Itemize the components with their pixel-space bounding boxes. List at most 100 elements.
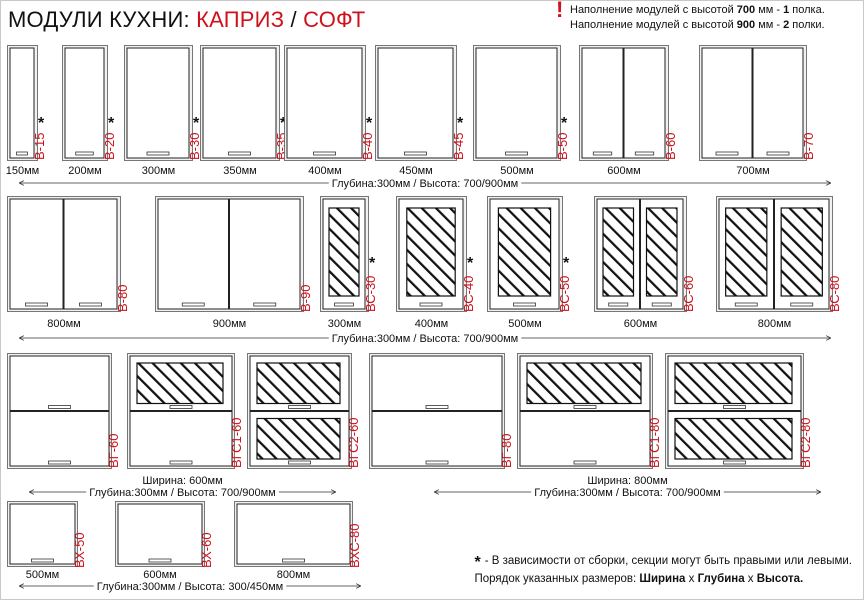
door-handle <box>715 151 739 156</box>
door-handle <box>169 460 193 465</box>
label-backing <box>328 332 522 346</box>
cabinet-body <box>320 196 369 312</box>
module-width: 300мм <box>142 165 175 177</box>
module-code: В-30 <box>187 133 202 160</box>
module-code: ВГ-60 <box>106 434 121 469</box>
module-code: ВС-50 <box>557 276 572 312</box>
cabinet-door <box>157 198 229 310</box>
module-code: ВГС2-60 <box>346 417 361 468</box>
glass-panel <box>406 207 456 297</box>
cabinet-body <box>284 45 366 161</box>
door-handle <box>608 302 629 307</box>
module-code: В-70 <box>801 133 816 160</box>
module-в-20: В-20*200мм <box>62 45 117 177</box>
cabinet-flap <box>371 355 503 411</box>
door-handle <box>425 405 449 409</box>
module-вс-30: ВС-30*300мм <box>320 196 378 330</box>
cabinet-body <box>699 45 807 161</box>
cabinet-door <box>475 47 558 159</box>
door-handle <box>313 151 336 156</box>
module-в-30: В-30* 300мм <box>124 45 202 177</box>
door-handle <box>48 405 71 409</box>
cabinet-body <box>200 45 280 161</box>
label-backing <box>86 486 279 500</box>
module-width: 700мм <box>736 165 769 177</box>
door-handle <box>181 302 205 307</box>
lift-cabinet <box>369 353 505 469</box>
cabinet-door <box>9 198 64 310</box>
module-width: 900мм <box>213 318 246 330</box>
lift-cabinet <box>517 353 653 469</box>
module-width: 600мм <box>624 318 657 330</box>
module-width: 450мм <box>399 165 432 177</box>
door-handle <box>505 151 528 156</box>
module-code: В-40 <box>360 133 375 160</box>
module-code: В-15 <box>32 133 47 160</box>
module-width: 800мм <box>758 318 791 330</box>
asterisk-icon: * <box>108 115 115 132</box>
door-handle <box>513 302 536 307</box>
module-code: В-45 <box>451 133 466 160</box>
module-width: 800мм <box>277 569 310 581</box>
lift-cabinet <box>7 353 112 469</box>
group-width: Ширина: 800мм <box>587 475 667 487</box>
cabinet-door <box>377 47 454 159</box>
cabinet-door <box>286 47 363 159</box>
cabinet-door <box>126 47 190 159</box>
module-вс-50: ВС-50*500мм <box>487 196 572 330</box>
module-code: ВГС1-80 <box>647 417 662 468</box>
asterisk-icon: * <box>193 115 200 132</box>
module-code: В-50 <box>555 133 570 160</box>
module-вг-80: ВГ-80 <box>369 353 514 469</box>
cabinet-body <box>62 45 108 161</box>
warning-icon: ! <box>556 0 564 22</box>
cabinet-body <box>155 196 304 312</box>
asterisk-icon: * <box>366 115 373 132</box>
depth-label: Глубина:300мм / Высота: 700/900мм <box>534 487 721 499</box>
door-handle <box>169 405 193 409</box>
footer-line-1: *- В зависимости от сборки, секции могут… <box>474 554 852 571</box>
glass-panel <box>780 207 823 297</box>
module-code: ВХ-60 <box>199 532 214 568</box>
shelf-notes: ! Наполнение модулей с высотой 700 мм - … <box>556 0 825 33</box>
door-handle <box>288 460 311 465</box>
asterisk-icon: * <box>38 115 45 132</box>
door-handle <box>228 151 251 156</box>
footer-notes: *- В зависимости от сборки, секции могут… <box>474 553 852 587</box>
door-handle <box>75 151 94 156</box>
door-handle <box>723 460 746 465</box>
module-width: 400мм <box>415 318 448 330</box>
door-handle <box>651 302 672 307</box>
cabinet-door <box>701 47 753 159</box>
label-backing <box>328 177 522 191</box>
brand-soft: СОФТ <box>303 7 366 32</box>
module-в-50: В-50*500мм <box>473 45 570 177</box>
module-width: 600мм <box>607 165 640 177</box>
depth-label: Глубина:300мм / Высота: 700/900мм <box>332 333 519 345</box>
glass-panel <box>725 207 768 297</box>
cabinet-door <box>229 198 301 310</box>
module-в-35: В-35*350мм <box>200 45 289 177</box>
cabinet-flap <box>519 411 651 467</box>
door-handle <box>334 302 354 307</box>
cabinet-door <box>202 47 277 159</box>
asterisk-icon: * <box>369 255 376 272</box>
module-в-15: В-15*150мм <box>6 45 47 177</box>
door-handle <box>790 302 814 307</box>
door-handle <box>734 302 758 307</box>
cabinet-flap <box>236 503 351 565</box>
asterisk-icon: * <box>563 255 570 272</box>
module-вс-40: ВС-40*400мм <box>396 196 476 330</box>
cabinet-body <box>7 196 121 312</box>
door-handle <box>148 558 172 563</box>
door-handle <box>634 151 655 156</box>
glass-panel <box>497 207 552 297</box>
door-handle <box>592 151 613 156</box>
module-вгс2-80: ВГС2-80 <box>665 353 813 469</box>
door-handle <box>404 151 427 156</box>
